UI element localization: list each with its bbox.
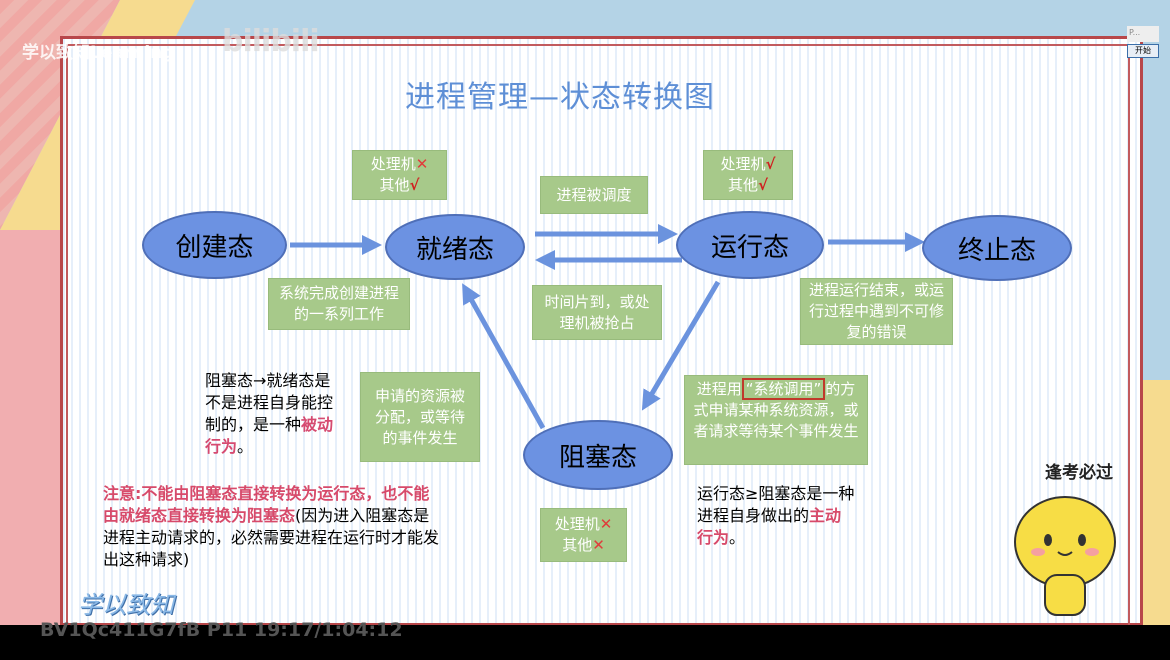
label-processor: 处理机 (370, 155, 416, 173)
slide-title: 进程管理—状态转换图 (405, 80, 715, 115)
callout-blocked-conditions: 处理机✕ 其他✕ (540, 508, 627, 562)
note-passive-text: 阻塞态→就绪态是不是进程自身能控制的，是一种 (205, 371, 334, 434)
note-warning: 注意:不能由阻塞态直接转换为运行态，也不能由就绪态直接转换为阻塞态(因为进入阻塞… (103, 483, 443, 571)
note-passive: 阻塞态→就绪态是不是进程自身能控制的，是一种被动行为。 (205, 370, 345, 458)
channel-watermark: 学以致知Learning (22, 43, 175, 63)
syscall-prefix: 进程用 (696, 380, 742, 398)
state-blocked: 阻塞态 (523, 420, 673, 490)
state-running: 运行态 (676, 211, 824, 279)
note-active-emphasis: 主动行为 (697, 506, 842, 547)
mini-window: P... 开始 (1127, 26, 1159, 62)
state-create: 创建态 (142, 211, 287, 279)
signature-logo: 学以致知 (78, 591, 174, 619)
background-left (0, 230, 62, 630)
note-passive-end: 。 (237, 437, 254, 456)
callout-resource: 申请的资源被分配，或等待的事件发生 (360, 372, 480, 462)
mascot-caption: 逢考必过 (1045, 463, 1113, 483)
label-other: 其他 (727, 176, 758, 194)
cross-mark: ✕ (592, 536, 605, 554)
arrow-running-blocked (641, 280, 721, 411)
callout-create-done: 系统完成创建进程的一系列工作 (268, 278, 410, 330)
callout-syscall: 进程用“系统调用”的方式申请某种系统资源，或者请求等待某个事件发生 (684, 375, 868, 465)
video-info-bar: BV1Qc411G7fB P11 19:17/1:04:12 (0, 619, 1170, 660)
state-ready: 就绪态 (385, 214, 525, 280)
callout-running-conditions: 处理机√ 其他√ (703, 150, 793, 200)
callout-terminate: 进程运行结束，或运行过程中遇到不可修复的错误 (800, 278, 953, 345)
callout-ready-conditions: 处理机✕ 其他√ (352, 150, 447, 200)
label-processor: 处理机 (720, 155, 766, 173)
arrow-blocked-ready (462, 283, 546, 430)
note-warning-emphasis: 注意:不能由阻塞态直接转换为运行态，也不能由就绪态直接转换为阻塞态 (103, 484, 430, 525)
note-active-text: 运行态≥阻塞态是一种进程自身做出的 (697, 484, 855, 525)
check-mark: √ (765, 155, 776, 173)
syscall-suffix: 的方式申请某种系统资源，或者请求等待某个事件发生 (693, 380, 859, 440)
syscall-highlight: “系统调用” (741, 378, 826, 400)
check-mark: √ (758, 176, 769, 194)
video-info: BV1Qc411G7fB P11 19:17/1:04:12 (40, 619, 403, 641)
mini-window-label: P... (1127, 26, 1159, 42)
mascot-image (1014, 496, 1116, 616)
note-active-end: 。 (729, 528, 746, 547)
start-button[interactable]: 开始 (1127, 44, 1159, 58)
cross-mark: ✕ (415, 155, 429, 173)
check-mark: √ (409, 176, 420, 194)
callout-scheduled: 进程被调度 (540, 176, 648, 214)
note-warning-text: (因为进入阻塞态是进程主动请求的，必然需要进程在运行时才能发出这种请求) (103, 506, 440, 569)
label-other: 其他 (379, 176, 410, 194)
label-other: 其他 (562, 536, 593, 554)
cross-mark: ✕ (599, 515, 613, 533)
note-active: 运行态≥阻塞态是一种进程自身做出的主动行为。 (697, 483, 857, 549)
state-terminated: 终止态 (922, 215, 1072, 281)
bilibili-logo: bilibili (222, 24, 320, 59)
label-processor: 处理机 (554, 515, 600, 533)
callout-timeslice: 时间片到，或处理机被抢占 (532, 285, 662, 340)
note-passive-emphasis: 被动行为 (205, 415, 334, 456)
